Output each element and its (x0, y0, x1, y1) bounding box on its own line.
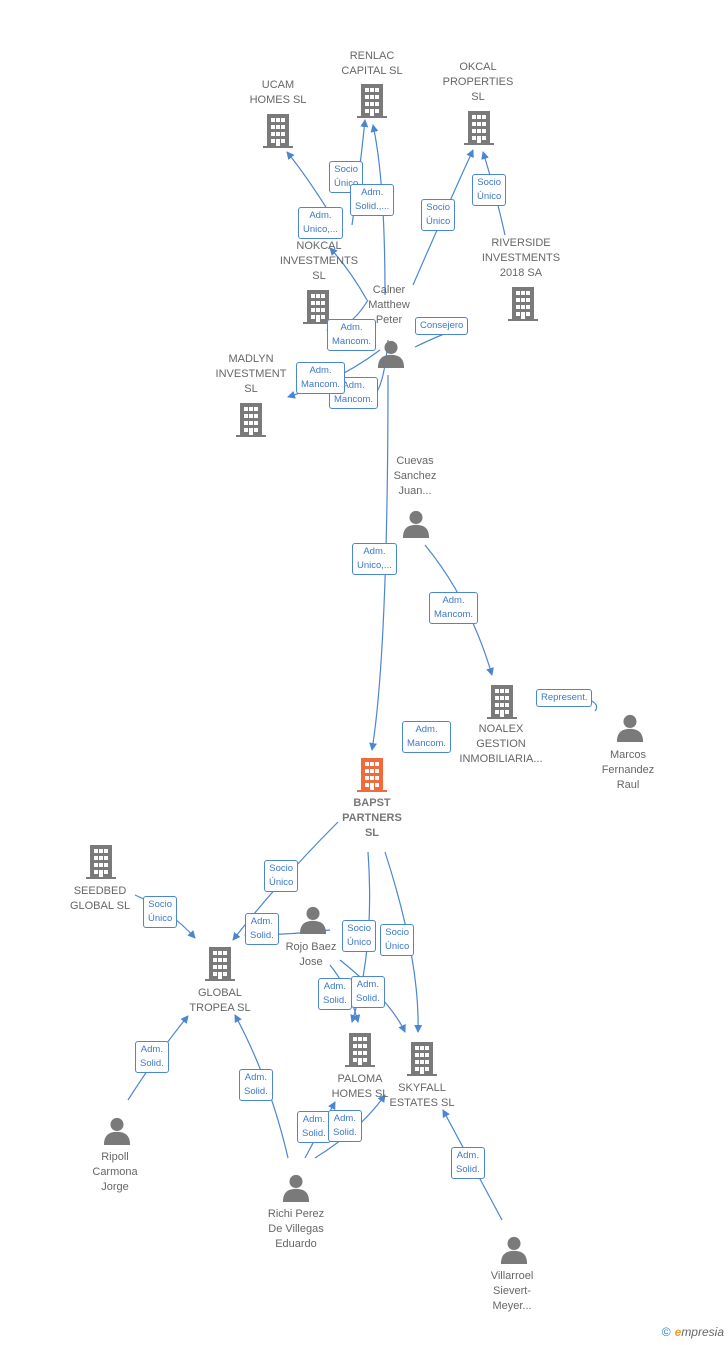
paloma-building-icon (345, 1033, 375, 1067)
relation-label[interactable]: Adm. Unico,... (298, 207, 343, 239)
relation-label[interactable]: Adm. Solid. (328, 1110, 362, 1142)
noalex-building-icon (487, 685, 517, 719)
relation-label[interactable]: Adm. Solid. (318, 978, 352, 1010)
node-label-noalex[interactable]: NOALEX GESTION INMOBILIARIA... (459, 723, 543, 765)
empresia-logo[interactable]: ©empresia (662, 1325, 724, 1339)
relation-label[interactable]: Adm. Mancom. (296, 362, 346, 394)
renlac-building-icon (357, 84, 387, 118)
riverside-building-icon (508, 287, 538, 321)
node-label-ripoll[interactable]: Ripoll Carmona Jorge (92, 1151, 138, 1193)
node-label-calner[interactable]: Calner Matthew Peter (368, 284, 410, 326)
relation-label[interactable]: Adm. Solid. (135, 1041, 169, 1073)
rojo-person-icon (299, 906, 327, 934)
relation-label[interactable]: Adm. Mancom. (402, 721, 452, 753)
cuevas-person-icon (402, 510, 430, 538)
node-label-rojo[interactable]: Rojo Baez Jose (285, 941, 337, 968)
relation-label[interactable]: Socio Único (143, 896, 178, 928)
ripoll-person-icon (103, 1117, 131, 1145)
edge (329, 247, 368, 301)
relation-label[interactable]: Adm. Solid. (239, 1069, 273, 1101)
node-label-bapst[interactable]: BAPST PARTNERS SL (342, 797, 402, 839)
node-label-okcal[interactable]: OKCAL PROPERTIES SL (442, 61, 514, 103)
relation-label[interactable]: Adm. Unico,... (352, 543, 397, 575)
node-label-cuevas[interactable]: Cuevas Sanchez Juan... (393, 455, 437, 497)
marcos-person-icon (616, 714, 644, 742)
node-label-global[interactable]: GLOBAL TROPEA SL (189, 987, 251, 1014)
relation-label[interactable]: Adm. Solid. (245, 913, 279, 945)
seedbed-building-icon (86, 845, 116, 879)
node-label-villarroel[interactable]: Villarroel Sievert- Meyer... (490, 1270, 534, 1312)
node-label-madlyn[interactable]: MADLYN INVESTMENT SL (215, 353, 287, 395)
brand-e: e (674, 1325, 682, 1339)
node-label-marcos[interactable]: Marcos Fernandez Raul (601, 749, 655, 791)
relation-label[interactable]: Adm. Mancom. (429, 592, 479, 624)
relation-label[interactable]: Adm. Mancom. (327, 319, 377, 351)
node-label-paloma[interactable]: PALOMA HOMES SL (331, 1073, 389, 1100)
edge (369, 374, 389, 751)
calner-person-icon (377, 340, 405, 368)
relation-label[interactable]: Socio Único (342, 920, 377, 952)
relation-label[interactable]: Socio Único (421, 199, 456, 231)
relation-label[interactable]: Socio Único (380, 924, 415, 956)
relation-label[interactable]: Represent. (536, 689, 593, 707)
relation-label[interactable]: Adm. Solid. (451, 1147, 485, 1179)
ucam-building-icon (263, 114, 293, 148)
node-label-richi[interactable]: Richi Perez De Villegas Eduardo (267, 1208, 325, 1250)
bapst-building-icon (357, 758, 387, 792)
madlyn-building-icon (236, 403, 266, 437)
relation-label[interactable]: Adm. Solid. (297, 1111, 331, 1143)
skyfall-building-icon (407, 1042, 437, 1076)
relation-label[interactable]: Adm. Solid.,... (350, 184, 395, 216)
node-label-renlac[interactable]: RENLAC CAPITAL SL (341, 50, 403, 77)
copyright-mark: © (661, 1325, 671, 1339)
node-label-seedbed[interactable]: SEEDBED GLOBAL SL (69, 885, 131, 912)
villarroel-person-icon (500, 1236, 528, 1264)
node-label-ucam[interactable]: UCAM HOMES SL (249, 79, 307, 106)
okcal-building-icon (464, 111, 494, 145)
node-label-riverside[interactable]: RIVERSIDE INVESTMENTS 2018 SA (481, 237, 561, 279)
relation-label[interactable]: Socio Único (264, 860, 299, 892)
richi-person-icon (282, 1174, 310, 1202)
node-label-nokcal[interactable]: NOKCAL INVESTMENTS SL (279, 240, 359, 282)
relation-label[interactable]: Adm. Solid. (351, 976, 385, 1008)
relation-label[interactable]: Socio Único (472, 174, 507, 206)
node-label-skyfall[interactable]: SKYFALL ESTATES SL (389, 1082, 455, 1109)
relation-label[interactable]: Consejero (415, 317, 469, 335)
global-tropea-building-icon (205, 947, 235, 981)
brand-name: mpresia (681, 1325, 724, 1339)
